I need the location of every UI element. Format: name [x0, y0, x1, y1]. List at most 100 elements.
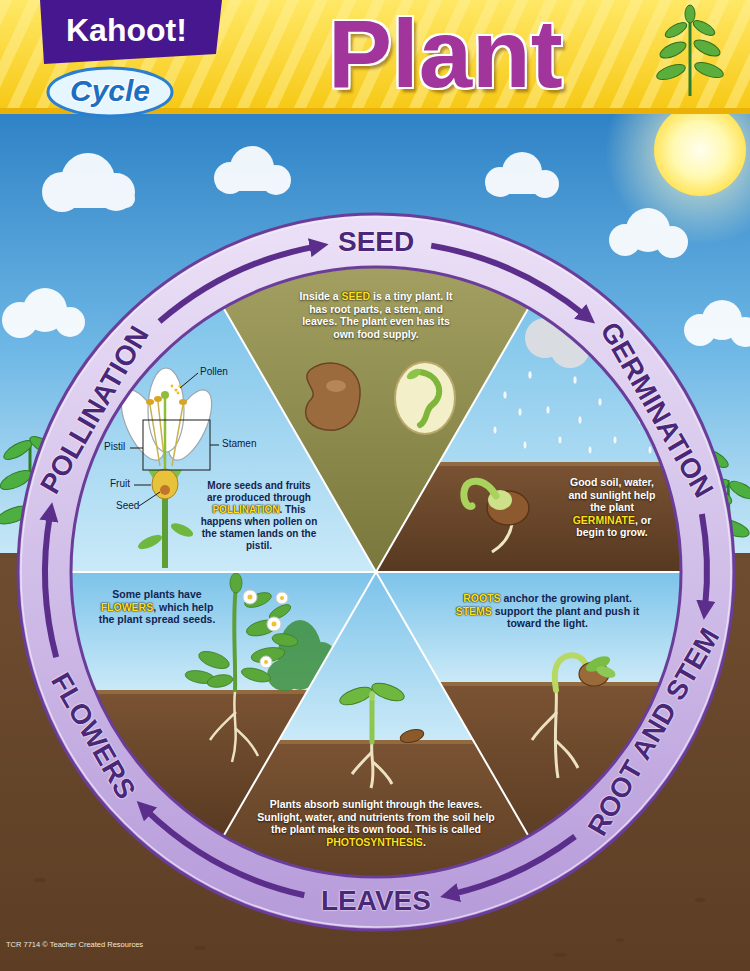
flowers-panel	[234, 586, 236, 692]
flowers-panel	[271, 632, 299, 648]
cycle-arrow	[45, 516, 56, 658]
series-badge	[48, 68, 172, 116]
highlight-word: STEMS	[456, 605, 492, 617]
stage-heading: LEAVES	[321, 886, 431, 916]
ground-texture	[695, 898, 705, 902]
pollination-panel	[150, 405, 160, 466]
leader-line	[130, 448, 143, 449]
logo-tag	[40, 0, 222, 64]
flowers-panel	[260, 656, 272, 668]
sun	[654, 104, 746, 196]
flowers-panel	[243, 590, 288, 668]
flowers-panel	[65, 690, 380, 694]
germination-panel	[613, 436, 617, 444]
stage-heading: POLLINATION	[35, 321, 155, 499]
ground-texture	[34, 878, 46, 882]
ground-texture	[194, 946, 206, 950]
stage-heading: SEED	[338, 227, 414, 257]
plant-icon	[691, 18, 717, 39]
pollination-panel	[171, 384, 182, 394]
ring-edge	[21, 217, 731, 927]
leader-line	[210, 445, 219, 446]
pollination-panel	[136, 532, 164, 552]
plant-icon	[663, 20, 689, 41]
stage-description: More seeds and fruits are produced throu…	[200, 480, 318, 552]
part-label: Fruit	[110, 478, 130, 490]
flowers-panel	[206, 673, 234, 689]
wedge-divider	[71, 308, 681, 836]
pollination-panel	[174, 388, 177, 391]
highlight-word: SEED	[342, 290, 371, 302]
germination-panel	[376, 462, 696, 577]
flowers-panel	[65, 572, 380, 692]
germination-panel	[492, 524, 512, 552]
flowers-panel	[243, 590, 257, 604]
pollination-panel	[171, 385, 174, 388]
leaves-panel	[371, 742, 373, 788]
pollination-panel	[177, 392, 180, 395]
cloud	[216, 176, 290, 191]
flowers-panel	[232, 692, 236, 762]
cloud	[730, 317, 750, 347]
plant-icon	[693, 59, 725, 81]
germination-panel	[518, 408, 522, 416]
pollination-panel	[146, 399, 154, 405]
germination-panel	[528, 371, 532, 379]
highlight-word: POLLINATION	[212, 504, 279, 515]
highlight-word: ROOTS	[463, 592, 500, 604]
leaves-panel	[338, 684, 375, 709]
background-plants	[727, 478, 750, 502]
germination-panel	[503, 391, 507, 399]
part-label: Pollen	[200, 366, 228, 378]
cloud	[2, 146, 750, 347]
flowers-panel	[210, 692, 258, 762]
germination-panel	[493, 426, 497, 434]
leaves-panel	[399, 727, 425, 745]
root-stem-panel	[555, 684, 558, 778]
flowers-panel	[197, 648, 232, 672]
highlight-word: FLOWERS	[101, 601, 154, 613]
flowers-panel	[280, 596, 284, 600]
flowers-panel	[243, 590, 273, 611]
wedge-divider	[71, 308, 681, 836]
ground-texture	[616, 939, 624, 942]
cycle-arrow	[160, 247, 316, 322]
germination-panel	[523, 441, 527, 449]
stage-heading: FLOWERS	[45, 668, 141, 804]
cloud	[45, 190, 135, 208]
seed-panel	[395, 362, 455, 434]
plant-icon	[655, 5, 725, 96]
seed-panel	[405, 367, 423, 382]
flowers-panel	[235, 728, 258, 756]
cycle-stage: ROOT AND STEMROOTS anchor the growing pl…	[376, 572, 681, 836]
root-stem-panel	[532, 684, 578, 778]
stage-description: ROOTS anchor the growing plant. STEMS su…	[455, 592, 640, 630]
pollination-panel	[162, 495, 168, 568]
stage-description: Good soil, water, and sunlight help the …	[562, 476, 662, 539]
germination-panel	[558, 436, 562, 444]
leaves-panel	[370, 680, 407, 705]
poster-title: Plant	[328, 4, 563, 104]
leader-line	[139, 492, 160, 506]
pollination-panel	[172, 405, 183, 466]
leader-line	[134, 485, 151, 486]
stage-heading: ROOT AND STEM	[582, 624, 725, 842]
banner	[0, 0, 750, 112]
flowers-panel	[230, 573, 242, 593]
flowers-panel	[210, 712, 236, 740]
leaves-panel	[370, 700, 375, 742]
cycle-arrow	[453, 837, 575, 894]
cycle-stage: LEAVESPlants absorb sunlight through the…	[224, 572, 529, 877]
pollination-panel	[169, 520, 195, 539]
cycle-arrow	[431, 246, 584, 315]
cycle-stage: POLLINATIONMore seeds and fruits are pro…	[71, 308, 376, 572]
flowers-panel	[264, 660, 268, 664]
stage-description: Some plants have FLOWERS, which help the…	[94, 588, 220, 626]
leaves-panel	[373, 762, 392, 784]
flowers-panel	[267, 617, 281, 631]
flower-part-box	[143, 420, 210, 470]
cloud	[656, 226, 688, 258]
credit-line: TCR 7714 © Teacher Created Resources	[6, 940, 143, 949]
germination-panel	[464, 481, 496, 506]
